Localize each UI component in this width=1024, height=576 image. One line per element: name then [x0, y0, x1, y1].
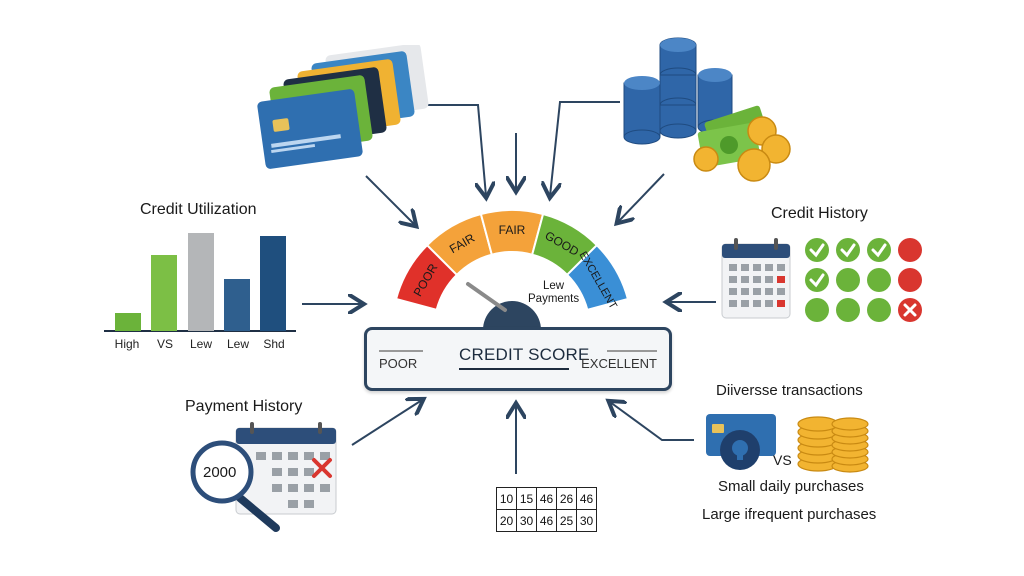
utilization-label-4: Lew	[226, 337, 249, 351]
score-poor-label: POOR	[379, 356, 418, 371]
cross-red-icon	[898, 238, 922, 262]
check-green-icon	[805, 268, 829, 292]
magnifier-value: 2000	[203, 464, 237, 481]
utilization-bar-4	[224, 279, 250, 331]
utilization-bar-1	[115, 313, 141, 331]
check-green-icon	[836, 238, 860, 262]
number-grid-cell: 20	[496, 509, 517, 532]
x-red-icon	[898, 298, 922, 322]
gauge-segment-4: GOOD	[530, 212, 599, 277]
calendar-icon	[721, 238, 791, 319]
transactions-line2: Large ifrequent purchases	[702, 506, 877, 523]
payment-calendar-icon	[190, 422, 337, 532]
circle-green-icon	[867, 268, 891, 292]
arrow-coins-gauge	[618, 173, 665, 222]
arrow-cards-top	[420, 104, 486, 196]
arrow-payment	[351, 400, 422, 446]
circle-green-icon	[805, 298, 829, 322]
gauge-label-3: FAIR	[499, 223, 526, 237]
number-grid-cell: 15	[516, 487, 537, 510]
title-underline	[459, 368, 569, 370]
poor-divider	[379, 350, 423, 352]
number-grid-cell: 46	[536, 509, 557, 532]
card-lock-icon	[706, 414, 776, 470]
arrow-coins-top	[550, 101, 620, 196]
number-grid-cell: 25	[556, 509, 577, 532]
gauge-segment-2: FAIR	[425, 212, 494, 277]
credit-utilization-chart	[104, 233, 296, 332]
arrow-cards-gauge	[365, 175, 415, 225]
credit-score-box: POOR CREDIT SCORE EXCELLENT	[364, 327, 672, 391]
number-grid-cell: 10	[496, 487, 517, 510]
transactions-line1: Small daily purchases	[718, 478, 864, 495]
needle-label-line1: Lew	[543, 280, 565, 292]
gauge-hub	[483, 301, 541, 330]
needle-label-line2: Payments	[528, 293, 580, 305]
utilization-label-3: Lew	[189, 337, 212, 351]
utilization-label-1: High	[114, 337, 140, 351]
history-status-grid	[805, 238, 922, 322]
arrow-transactions	[610, 402, 694, 441]
gauge-needle	[466, 282, 507, 312]
utilization-bar-2	[151, 255, 177, 331]
coin-stack-icon	[797, 416, 869, 473]
utilization-label-2: VS	[156, 337, 173, 351]
check-green-icon	[867, 238, 891, 262]
vs-label: VS	[773, 452, 792, 468]
circle-green-icon	[867, 298, 891, 322]
number-grid-cell: 30	[576, 509, 597, 532]
credit-utilization-title: Credit Utilization	[140, 201, 257, 218]
coins-cash-icon	[623, 37, 791, 182]
excellent-divider	[607, 350, 657, 352]
circle-green-icon	[836, 268, 860, 292]
number-grid-cell: 46	[576, 487, 597, 510]
credit-score-title: CREDIT SCORE	[459, 345, 590, 364]
score-excellent-label: EXCELLENT	[581, 356, 657, 371]
cross-red-icon	[898, 268, 922, 292]
credit-history-title: Credit History	[771, 205, 868, 222]
utilization-bar-3	[188, 233, 214, 331]
number-grid-cell: 46	[536, 487, 557, 510]
needle-label: Lew Payments	[528, 280, 579, 306]
utilization-label-5: Shd	[263, 337, 285, 351]
utilization-bar-5	[260, 236, 286, 331]
check-green-icon	[805, 238, 829, 262]
gauge-segment-1: POOR	[394, 243, 459, 312]
transactions-title: Diiversse transactions	[716, 382, 863, 399]
number-grid-cell: 26	[556, 487, 577, 510]
credit-cards-icon	[257, 45, 429, 169]
circle-green-icon	[836, 298, 860, 322]
number-grid-cell: 30	[516, 509, 537, 532]
payment-history-title: Payment History	[185, 398, 303, 415]
